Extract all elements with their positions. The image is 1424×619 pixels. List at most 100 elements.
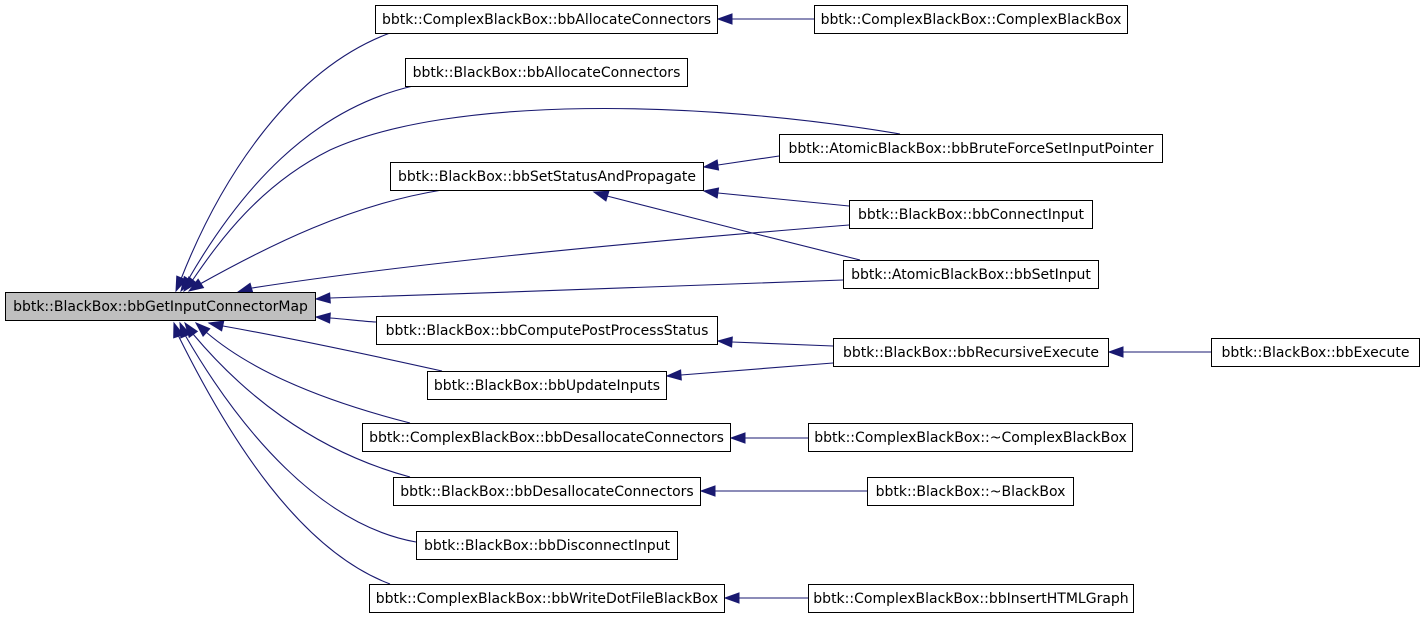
node-box	[375, 5, 718, 34]
edge-line	[329, 279, 844, 299]
node-root: bbtk::BlackBox::bbGetInputConnectorMap	[5, 292, 316, 321]
node-label: bbtk::ComplexBlackBox::~ComplexBlackBox	[814, 430, 1127, 446]
node-cbb-inserthtml[interactable]: bbtk::ComplexBlackBox::bbInsertHTMLGraph	[808, 584, 1134, 613]
edge-cbb_desalloc-to-root	[194, 322, 411, 424]
arrowhead-icon	[699, 485, 716, 497]
node-label: bbtk::AtomicBlackBox::bbSetInput	[851, 267, 1091, 283]
edge-bb_execute-to-bb_recursive	[1107, 346, 1211, 358]
arrowhead-icon	[716, 13, 733, 25]
node-bb-setstatus[interactable]: bbtk::BlackBox::bbSetStatusAndPropagate	[390, 162, 704, 191]
node-label: bbtk::BlackBox::bbRecursiveExecute	[843, 345, 1099, 361]
node-box	[376, 316, 718, 345]
arrowhead-icon	[187, 278, 205, 292]
edge-line	[199, 189, 443, 285]
node-box	[779, 134, 1163, 163]
edge-abb_bruteforce-to-root	[183, 107, 901, 293]
edge-bb_connect-to-bb_setstatus	[702, 187, 850, 207]
node-label: bbtk::BlackBox::bbExecute	[1222, 345, 1410, 361]
node-cbb-alloc[interactable]: bbtk::ComplexBlackBox::bbAllocateConnect…	[375, 5, 718, 34]
node-box	[1211, 338, 1420, 367]
arrowhead-icon	[702, 187, 720, 199]
node-label: bbtk::BlackBox::bbAllocateConnectors	[413, 65, 681, 81]
edge-bb_computepost-to-root	[314, 312, 377, 324]
edge-abb_setinput-to-root	[314, 279, 844, 304]
edge-cbb_writedot-to-root	[173, 321, 391, 585]
node-bb-desalloc[interactable]: bbtk::BlackBox::bbDesallocateConnectors	[393, 477, 701, 506]
arrowhead-icon	[314, 312, 331, 324]
node-bb-dtor[interactable]: bbtk::BlackBox::~BlackBox	[867, 477, 1074, 506]
node-abb-bruteforce[interactable]: bbtk::AtomicBlackBox::bbBruteForceSetInp…	[779, 134, 1163, 163]
edge-layer	[173, 13, 1211, 604]
node-box	[867, 477, 1074, 506]
edge-cbb_dtor-to-cbb_desalloc	[729, 432, 808, 444]
node-box	[416, 531, 678, 560]
node-bb-recursive[interactable]: bbtk::BlackBox::bbRecursiveExecute	[833, 338, 1109, 367]
edge-line	[184, 334, 417, 543]
node-label: bbtk::AtomicBlackBox::bbBruteForceSetInp…	[788, 141, 1153, 157]
edge-line	[187, 85, 414, 281]
edge-line	[606, 195, 861, 261]
node-label: bbtk::ComplexBlackBox::bbWriteDotFileBla…	[376, 591, 718, 607]
node-label: bbtk::BlackBox::bbComputePostProcessStat…	[386, 323, 709, 339]
node-box	[405, 58, 688, 87]
node-box	[833, 338, 1109, 367]
arrowhead-icon	[729, 432, 746, 444]
node-label: bbtk::BlackBox::bbDisconnectInput	[424, 538, 670, 554]
edge-line	[177, 334, 391, 585]
edge-cbb_inserthtml-to-cbb_writedot	[723, 592, 808, 604]
node-box	[393, 477, 701, 506]
node-box	[362, 423, 731, 452]
arrowhead-icon	[716, 336, 733, 348]
node-label: bbtk::BlackBox::bbSetStatusAndPropagate	[398, 169, 696, 185]
node-label: bbtk::BlackBox::~BlackBox	[876, 484, 1066, 500]
edge-line	[180, 32, 391, 280]
arrowhead-icon	[592, 190, 610, 202]
arrowhead-icon	[314, 292, 331, 304]
node-label: bbtk::BlackBox::bbGetInputConnectorMap	[13, 299, 308, 315]
node-bb-connect[interactable]: bbtk::BlackBox::bbConnectInput	[849, 200, 1093, 229]
arrowhead-icon	[194, 322, 211, 337]
edge-bb_updateinputs-to-root	[207, 320, 443, 372]
node-box	[808, 584, 1134, 613]
node-bb-execute[interactable]: bbtk::BlackBox::bbExecute	[1211, 338, 1420, 367]
node-label: bbtk::ComplexBlackBox::bbAllocateConnect…	[382, 12, 711, 28]
node-abb-setinput[interactable]: bbtk::AtomicBlackBox::bbSetInput	[843, 260, 1099, 289]
edge-bb_recursive-to-bb_computepost	[716, 336, 834, 348]
edge-bb_alloc-to-root	[180, 85, 414, 293]
node-layer: bbtk::BlackBox::bbGetInputConnectorMapbb…	[5, 5, 1420, 613]
node-bb-disconnect[interactable]: bbtk::BlackBox::bbDisconnectInput	[416, 531, 678, 560]
node-label: bbtk::BlackBox::bbDesallocateConnectors	[400, 484, 693, 500]
node-cbb-dtor[interactable]: bbtk::ComplexBlackBox::~ComplexBlackBox	[808, 423, 1133, 452]
edge-bb_recursive-to-bb_updateinputs	[665, 362, 834, 381]
node-box	[808, 423, 1133, 452]
node-label: bbtk::ComplexBlackBox::bbDesallocateConn…	[369, 430, 724, 446]
edge-bb_desalloc-to-root	[184, 321, 411, 478]
node-box	[814, 5, 1128, 34]
node-cbb-ctor[interactable]: bbtk::ComplexBlackBox::ComplexBlackBox	[814, 5, 1128, 34]
node-cbb-writedot[interactable]: bbtk::ComplexBlackBox::bbWriteDotFileBla…	[369, 584, 725, 613]
edge-line	[731, 341, 834, 347]
edge-bb_setstatus-to-root	[187, 189, 443, 292]
arrowhead-icon	[702, 159, 720, 171]
node-bb-computepost[interactable]: bbtk::BlackBox::bbComputePostProcessStat…	[376, 316, 718, 345]
edge-cbb_ctor-to-cbb_alloc	[716, 13, 814, 25]
node-cbb-desalloc[interactable]: bbtk::ComplexBlackBox::bbDesallocateConn…	[362, 423, 731, 452]
edge-cbb_alloc-to-root	[175, 32, 391, 293]
edge-line	[717, 192, 850, 207]
arrowhead-icon	[183, 276, 198, 293]
node-box	[427, 371, 667, 400]
edge-line	[192, 333, 411, 478]
edge-bb_dtor-to-bb_desalloc	[699, 485, 867, 497]
node-bb-updateinputs[interactable]: bbtk::BlackBox::bbUpdateInputs	[427, 371, 667, 400]
edge-line	[329, 317, 377, 323]
node-label: bbtk::ComplexBlackBox::ComplexBlackBox	[821, 12, 1122, 28]
edge-line	[680, 362, 834, 376]
arrowhead-icon	[173, 321, 185, 339]
edge-line	[191, 107, 901, 282]
node-bb-alloc[interactable]: bbtk::BlackBox::bbAllocateConnectors	[405, 58, 688, 87]
edge-line	[205, 331, 411, 424]
node-box	[390, 162, 704, 191]
edge-abb_setinput-to-bb_setstatus	[592, 190, 861, 261]
edge-line	[717, 155, 780, 166]
